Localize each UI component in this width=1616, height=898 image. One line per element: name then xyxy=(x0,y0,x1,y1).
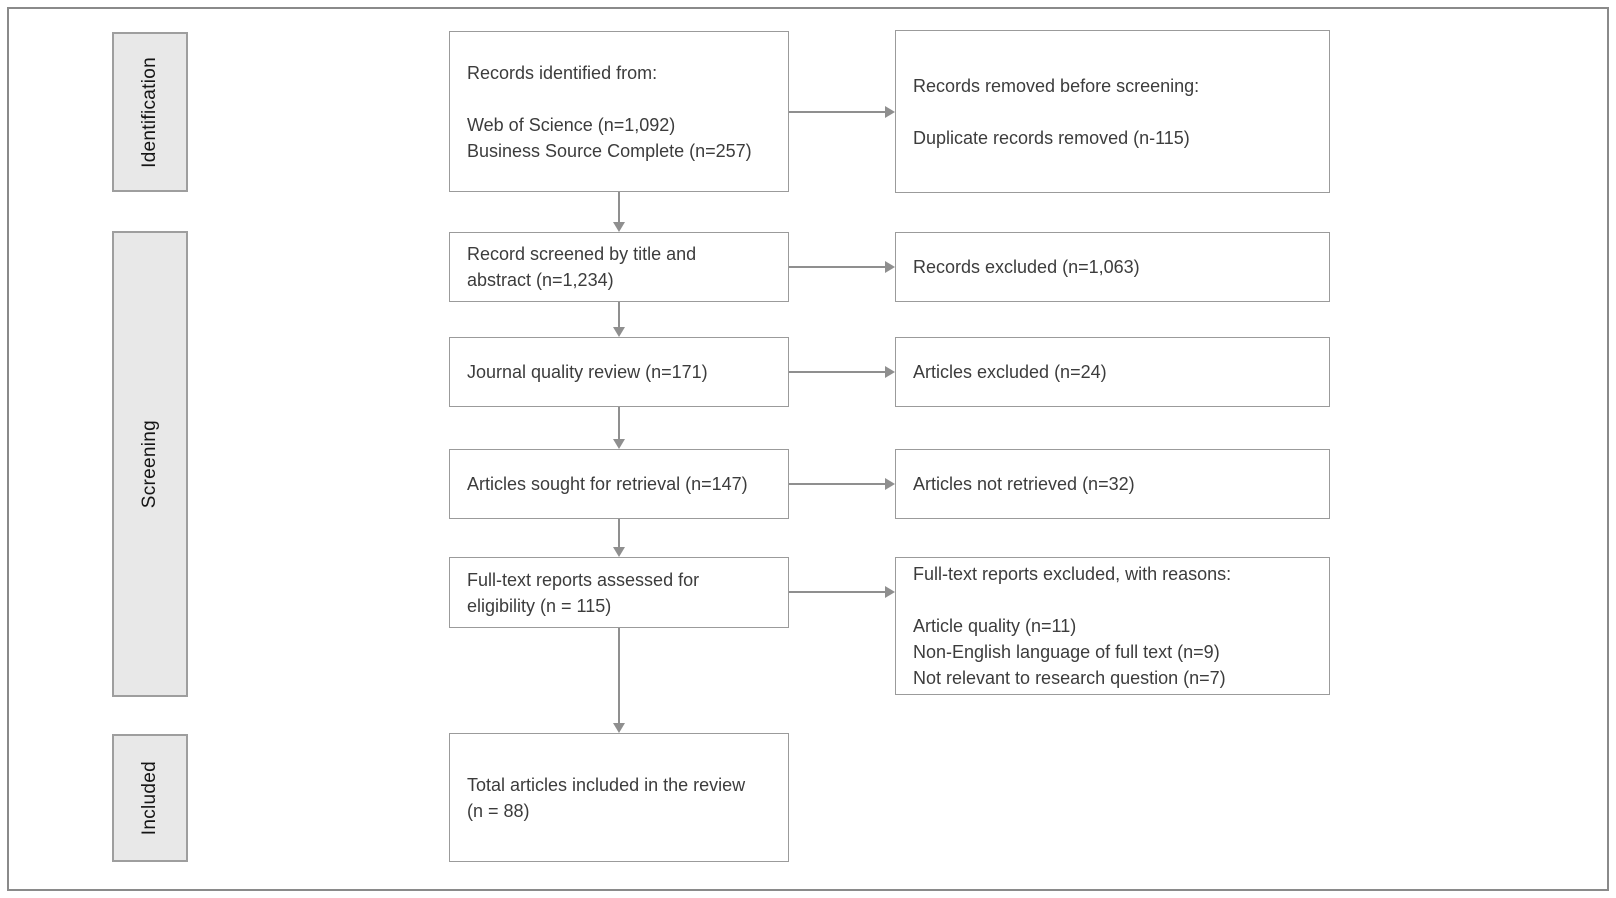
box-fulltext-assessed-text: Full-text reports assessed for eligibili… xyxy=(467,569,700,616)
arrow-down-3-icon xyxy=(613,439,625,449)
arrow-down-3-line xyxy=(618,407,620,439)
arrow-down-1-line xyxy=(618,192,620,222)
arrow-down-4-line xyxy=(618,519,620,547)
box-records-removed-text: Records removed before screening: Duplic… xyxy=(913,75,1200,148)
stage-screening-label: Screening xyxy=(139,419,160,509)
arrow-down-5-icon xyxy=(613,723,625,733)
stage-identification-label: Identification xyxy=(139,56,160,168)
box-journal-quality-review: Journal quality review (n=171) xyxy=(449,337,789,407)
arrow-right-2-line xyxy=(789,266,885,268)
box-records-identified: Records identified from: Web of Science … xyxy=(449,31,789,192)
arrow-right-3-line xyxy=(789,371,885,373)
stage-identification: Identification xyxy=(112,32,188,192)
box-articles-sought-text: Articles sought for retrieval (n=147) xyxy=(467,474,748,494)
arrow-right-4-line xyxy=(789,483,885,485)
box-records-excluded-text: Records excluded (n=1,063) xyxy=(913,257,1140,277)
box-articles-not-retrieved: Articles not retrieved (n=32) xyxy=(895,449,1330,519)
box-total-included: Total articles included in the review (n… xyxy=(449,733,789,862)
arrow-right-1-icon xyxy=(885,106,895,118)
arrow-right-1-line xyxy=(789,111,885,113)
box-articles-sought: Articles sought for retrieval (n=147) xyxy=(449,449,789,519)
box-total-included-text: Total articles included in the review (n… xyxy=(467,774,746,821)
arrow-right-5-line xyxy=(789,591,885,593)
box-records-removed: Records removed before screening: Duplic… xyxy=(895,30,1330,193)
box-records-excluded: Records excluded (n=1,063) xyxy=(895,232,1330,302)
arrow-right-2-icon xyxy=(885,261,895,273)
stage-included: Included xyxy=(112,734,188,862)
box-records-screened-text: Record screened by title and abstract (n… xyxy=(467,244,697,290)
outer-frame xyxy=(7,7,1609,891)
arrow-down-2-icon xyxy=(613,327,625,337)
stage-screening: Screening xyxy=(112,231,188,697)
arrow-down-2-line xyxy=(618,302,620,327)
stage-included-label: Included xyxy=(139,760,160,836)
box-fulltext-assessed: Full-text reports assessed for eligibili… xyxy=(449,557,789,628)
box-articles-not-retrieved-text: Articles not retrieved (n=32) xyxy=(913,474,1135,494)
box-fulltext-excluded-text: Full-text reports excluded, with reasons… xyxy=(913,564,1232,688)
arrow-right-5-icon xyxy=(885,586,895,598)
box-fulltext-excluded: Full-text reports excluded, with reasons… xyxy=(895,557,1330,695)
box-journal-quality-review-text: Journal quality review (n=171) xyxy=(467,362,708,382)
box-articles-excluded: Articles excluded (n=24) xyxy=(895,337,1330,407)
arrow-down-1-icon xyxy=(613,222,625,232)
box-records-screened: Record screened by title and abstract (n… xyxy=(449,232,789,302)
box-records-identified-text: Records identified from: Web of Science … xyxy=(467,62,752,161)
arrow-right-3-icon xyxy=(885,366,895,378)
box-articles-excluded-text: Articles excluded (n=24) xyxy=(913,362,1107,382)
arrow-right-4-icon xyxy=(885,478,895,490)
arrow-down-5-line xyxy=(618,628,620,723)
arrow-down-4-icon xyxy=(613,547,625,557)
